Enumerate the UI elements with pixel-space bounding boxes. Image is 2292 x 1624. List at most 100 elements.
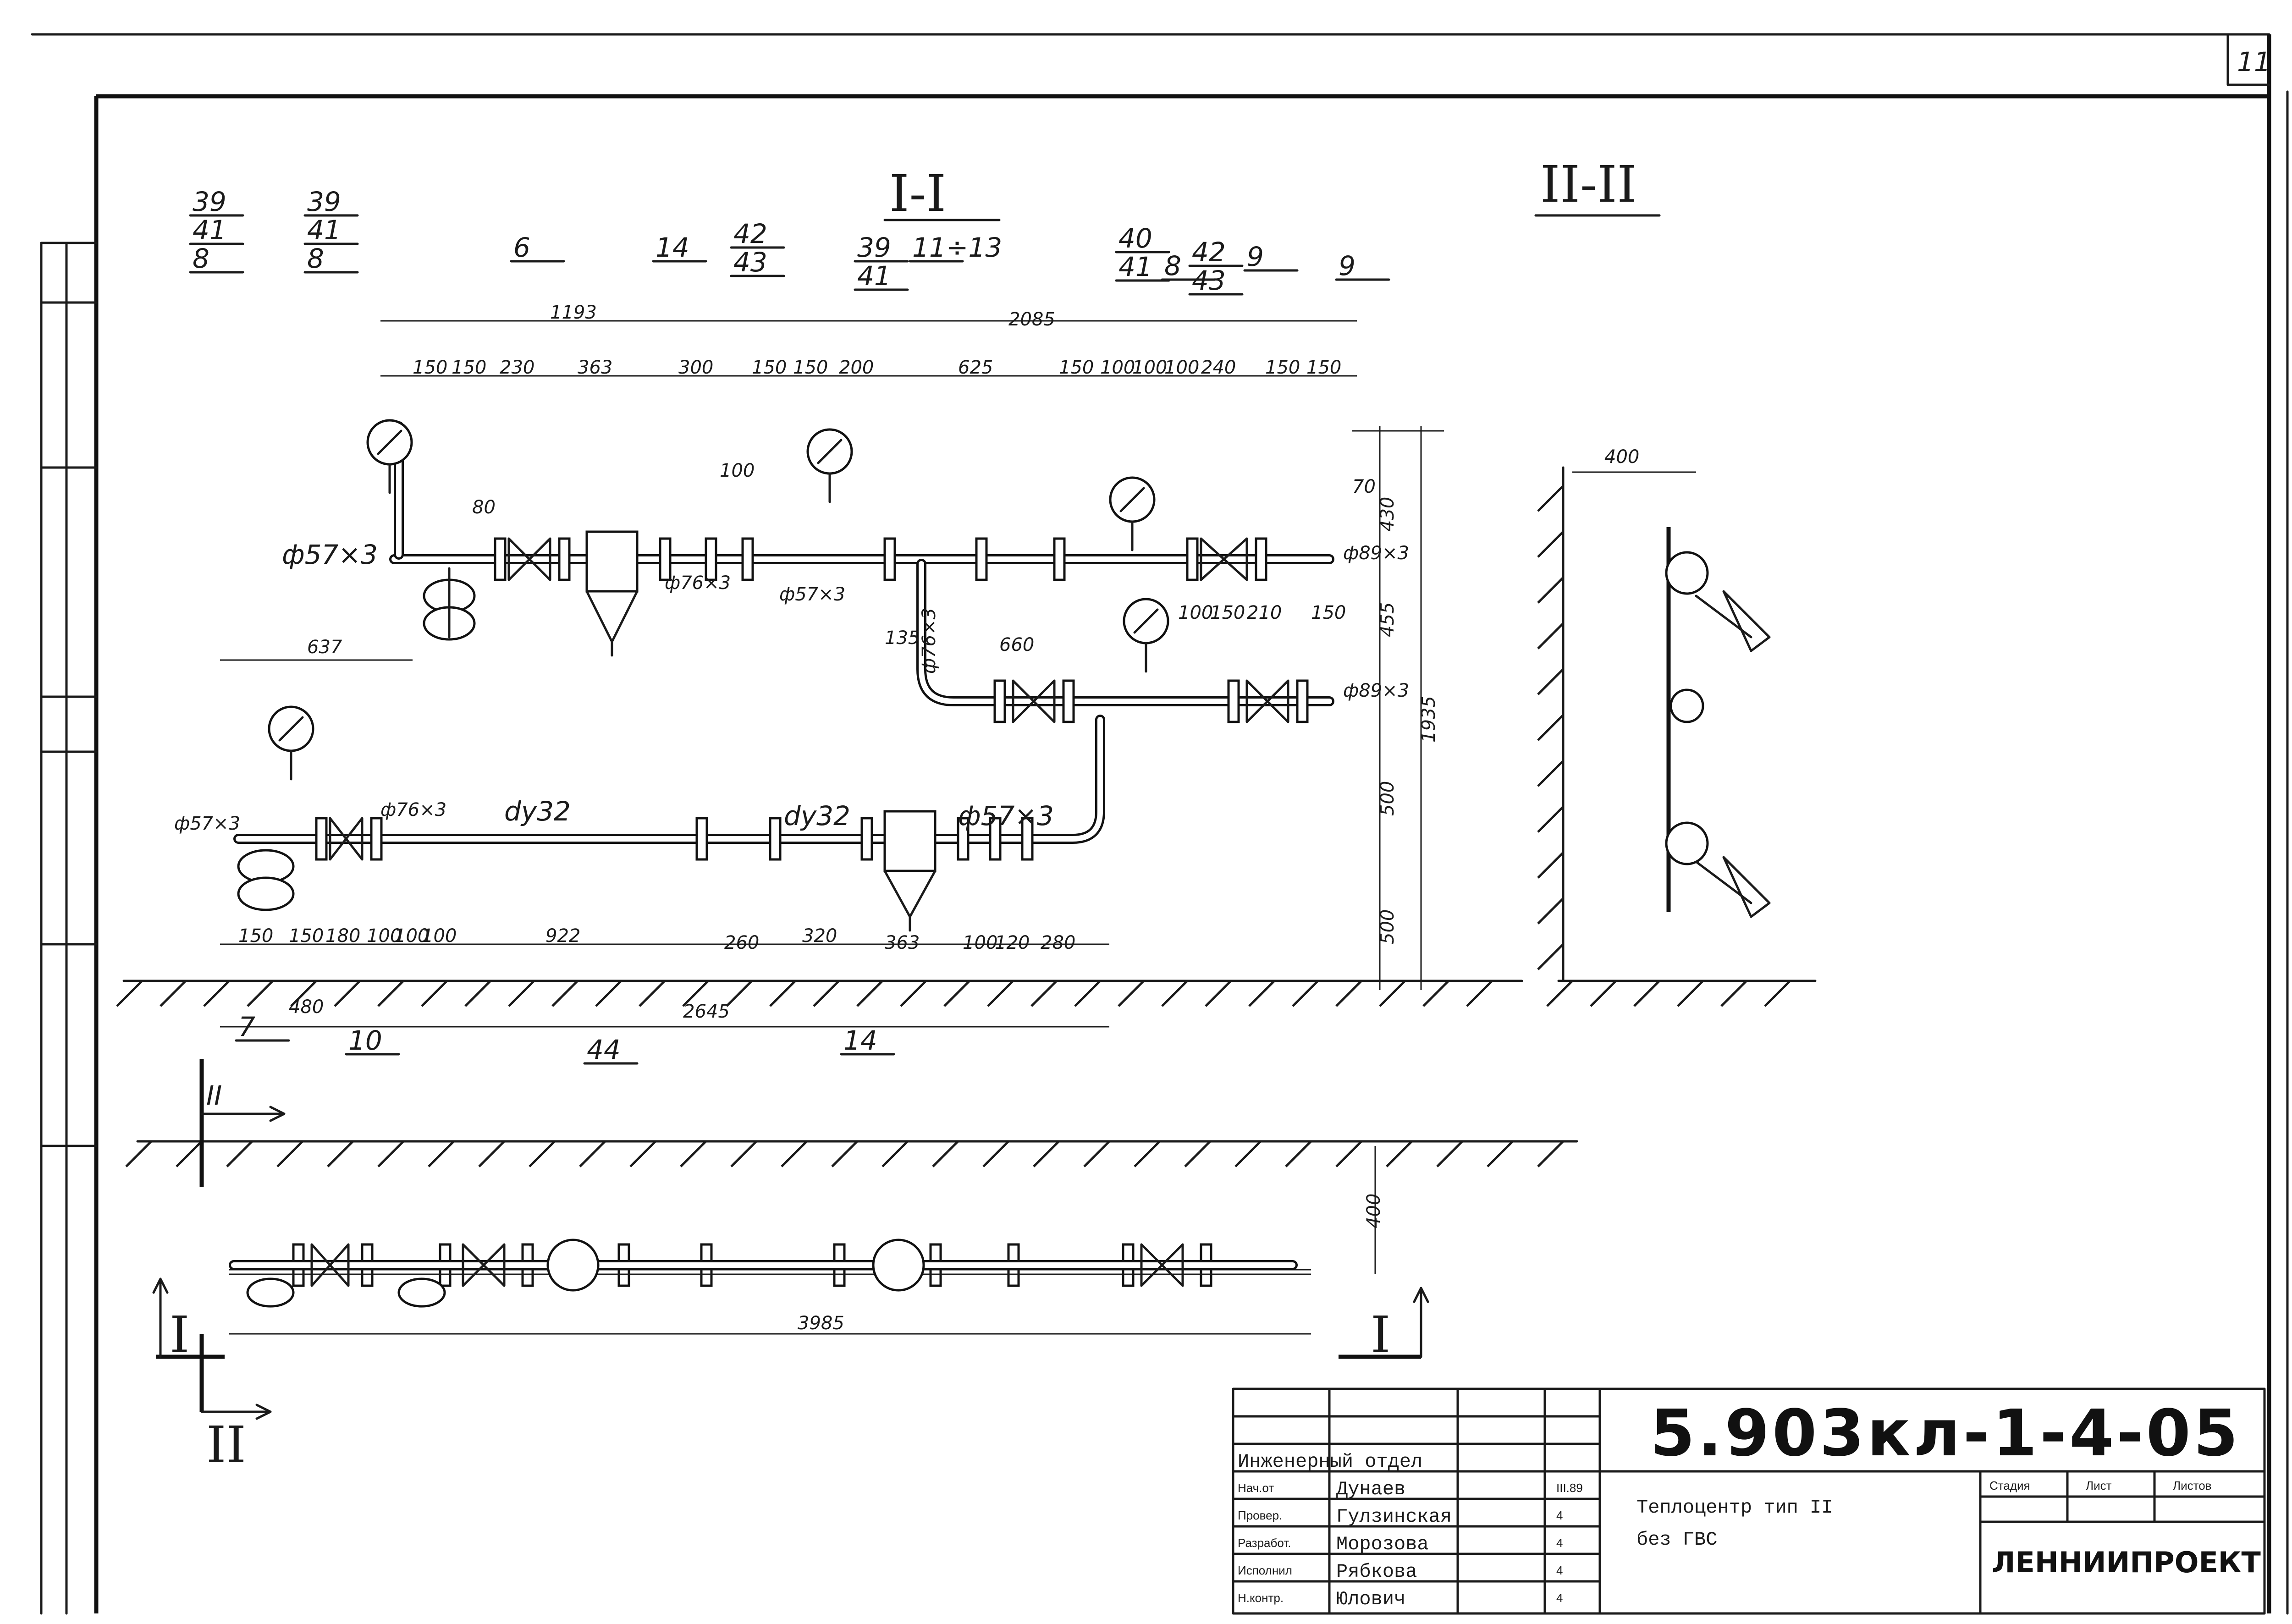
svg-text:150: 150 (1306, 357, 1341, 378)
hatch-line (529, 1140, 556, 1167)
svg-text:922: 922 (545, 925, 580, 947)
svg-text:150: 150 (413, 357, 447, 378)
svg-text:2645: 2645 (683, 1001, 730, 1022)
svg-text:120: 120 (995, 932, 1030, 953)
flange (315, 817, 328, 861)
callout-c3: 6 (510, 232, 565, 263)
hatch-line (1537, 852, 1564, 879)
hatch-line (682, 980, 709, 1007)
pressure-gauge-icon (366, 419, 413, 494)
hatch-line (1386, 1140, 1413, 1167)
hatch-line (1033, 1140, 1060, 1167)
flange (769, 817, 782, 861)
title-block: 5.903кл-1-4-05 Теплоцентр тип II без ГВС… (1232, 1387, 2266, 1615)
hatch-line (1537, 806, 1564, 833)
hatch-line (1083, 1140, 1110, 1167)
hatch-line (1537, 531, 1564, 558)
flange (695, 817, 708, 861)
hatch-line (176, 1140, 203, 1167)
hatch-line (1134, 1140, 1161, 1167)
hatch-line (1074, 980, 1101, 1007)
svg-text:363: 363 (578, 357, 612, 378)
flow-meter (237, 849, 295, 911)
callout-label: 14 (843, 1025, 877, 1056)
svg-text:I: I (1371, 1305, 1390, 1364)
svg-text:ф57×3: ф57×3 (174, 813, 240, 834)
flange (975, 537, 988, 581)
svg-text:II-II: II-II (1540, 155, 1637, 214)
middle-dimensions: 135 660 100 150 210 150 ф76×3 ф89×3 (885, 602, 1409, 701)
callout-label: 43 (733, 247, 767, 278)
svg-text:100: 100 (963, 932, 997, 953)
callout-c9: 8 (1161, 250, 1216, 281)
callout-label: 42 (1192, 237, 1226, 268)
svg-text:70: 70 (1352, 476, 1376, 497)
svg-text:430: 430 (1377, 497, 1398, 532)
section-2-view: 400 (1604, 446, 1771, 918)
svg-text:150: 150 (1210, 602, 1245, 623)
svg-text:ф57×3: ф57×3 (282, 539, 378, 570)
svg-text:3985: 3985 (798, 1313, 844, 1334)
valve (1012, 679, 1056, 723)
middle-pipeline (916, 559, 1334, 706)
svg-text:dу32: dу32 (784, 800, 850, 831)
pressure-gauge-icon (1109, 476, 1156, 551)
hatch-line (1537, 485, 1564, 512)
svg-text:150: 150 (1265, 357, 1300, 378)
svg-text:100: 100 (1100, 357, 1135, 378)
svg-text:637: 637 (307, 637, 342, 658)
hatch-line (226, 1140, 253, 1167)
flange (883, 537, 896, 581)
callout-label: 8 (1164, 250, 1181, 281)
hatch-line (1677, 980, 1704, 1007)
hatch-line (856, 980, 883, 1007)
callout-label: 41 (857, 260, 891, 292)
flange (370, 817, 383, 861)
hatch-line (1379, 980, 1406, 1007)
callout-label: 9 (1339, 250, 1355, 281)
hatch-line (1030, 980, 1058, 1007)
lower-pipeline (233, 715, 1105, 844)
hatch-line (987, 980, 1014, 1007)
section-title-2: II-II (1534, 155, 1661, 217)
svg-text:500: 500 (1377, 909, 1398, 944)
hatch-line (900, 980, 927, 1007)
pressure-gauge-icon (806, 428, 853, 503)
callout-label: 39 (857, 232, 891, 263)
hatch-line (1537, 622, 1564, 650)
svg-text:363: 363 (885, 932, 920, 953)
hatch-line (1335, 1140, 1362, 1167)
hatch-line (203, 980, 230, 1007)
role-label: Н.контр. (1238, 1591, 1284, 1605)
svg-text:ф57×3: ф57×3 (958, 800, 1054, 831)
date-mark: 4 (1556, 1563, 1563, 1577)
svg-text:ф57×3: ф57×3 (779, 584, 845, 605)
sheets-header: Листов (2173, 1479, 2211, 1492)
valve (1200, 537, 1248, 581)
description-line-1: Теплоцентр тип II (1636, 1497, 1833, 1519)
hatch-line (1537, 1140, 1564, 1167)
flange (860, 817, 873, 861)
hatch-line (1546, 980, 1573, 1007)
hatch-line (125, 1140, 152, 1167)
svg-text:150: 150 (238, 925, 273, 947)
hatch-line (943, 980, 970, 1007)
flow-meter (423, 567, 476, 641)
hatch-line (680, 1140, 707, 1167)
hatch-line (1537, 714, 1564, 741)
svg-text:II: II (206, 1415, 246, 1474)
flange (659, 537, 672, 581)
svg-text:100: 100 (1178, 602, 1213, 623)
svg-text:ф76×3: ф76×3 (380, 799, 446, 820)
callout-label: 8 (193, 243, 209, 274)
svg-text:100: 100 (422, 925, 457, 947)
hatch-line (551, 980, 579, 1007)
hatch-line (1537, 897, 1564, 925)
svg-text:100: 100 (1164, 357, 1199, 378)
callout-label: 10 (348, 1025, 382, 1056)
date-mark: 4 (1556, 1536, 1563, 1550)
svg-text:500: 500 (1377, 781, 1398, 816)
